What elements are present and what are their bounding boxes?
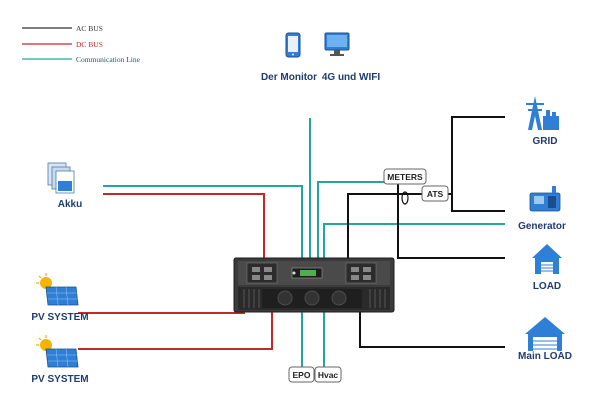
main-load-garage-icon <box>525 317 565 351</box>
pv2-label: PV SYSTEM <box>31 374 88 385</box>
ac-line-grid <box>422 116 505 195</box>
epo-box: EPO <box>288 366 315 383</box>
akku-label: Akku <box>58 199 82 210</box>
legend-dc-label: DC BUS <box>76 40 103 49</box>
epo-label: EPO <box>293 370 311 380</box>
solar-panel-icon-2 <box>36 335 79 368</box>
comm-line-meters <box>317 181 388 262</box>
dc-line-pv2 <box>78 312 273 350</box>
hvac-box: Hvac <box>314 366 342 383</box>
ac-line-main-load <box>359 312 505 348</box>
ats-label: ATS <box>427 189 444 199</box>
dc-line-akku <box>103 193 265 262</box>
meters-label: METERS <box>387 172 423 182</box>
inverter-device <box>233 257 395 313</box>
pv1-label: PV SYSTEM <box>31 312 88 323</box>
grid-tower-icon <box>526 96 559 130</box>
legend-comm-label: Communication Line <box>76 55 141 64</box>
load-label: LOAD <box>533 281 561 292</box>
comm-line-akku <box>103 185 303 262</box>
ac-lines <box>347 116 505 348</box>
phone-icon <box>285 32 301 58</box>
communication-lines <box>103 118 505 368</box>
wifi-label: 4G und WIFI <box>322 72 381 83</box>
display-screen <box>300 270 316 276</box>
ats-box: ATS <box>421 185 449 202</box>
legend-ac-label: AC BUS <box>76 24 103 33</box>
meters-box: METERS <box>383 168 427 185</box>
monitor-icon <box>324 32 350 56</box>
dc-line-pv1 <box>78 262 245 314</box>
comm-line-generator <box>323 223 505 262</box>
load-house-icon <box>532 244 562 274</box>
ct-clamp-icon <box>401 191 409 205</box>
generator-icon <box>529 186 561 212</box>
solar-panel-icon-1 <box>36 273 79 306</box>
hvac-label: Hvac <box>318 370 339 380</box>
main-load-label: Main LOAD <box>518 351 572 362</box>
ac-line-ats-inverter <box>347 193 422 262</box>
ac-line-load <box>397 186 505 259</box>
monitor-label: Der Monitor <box>261 72 317 83</box>
grid-label: GRID <box>533 136 558 147</box>
ac-line-generator <box>451 194 505 212</box>
generator-label: Generator <box>518 221 566 232</box>
battery-icon <box>47 162 75 194</box>
legend: AC BUS DC BUS Communication Line <box>22 24 141 64</box>
